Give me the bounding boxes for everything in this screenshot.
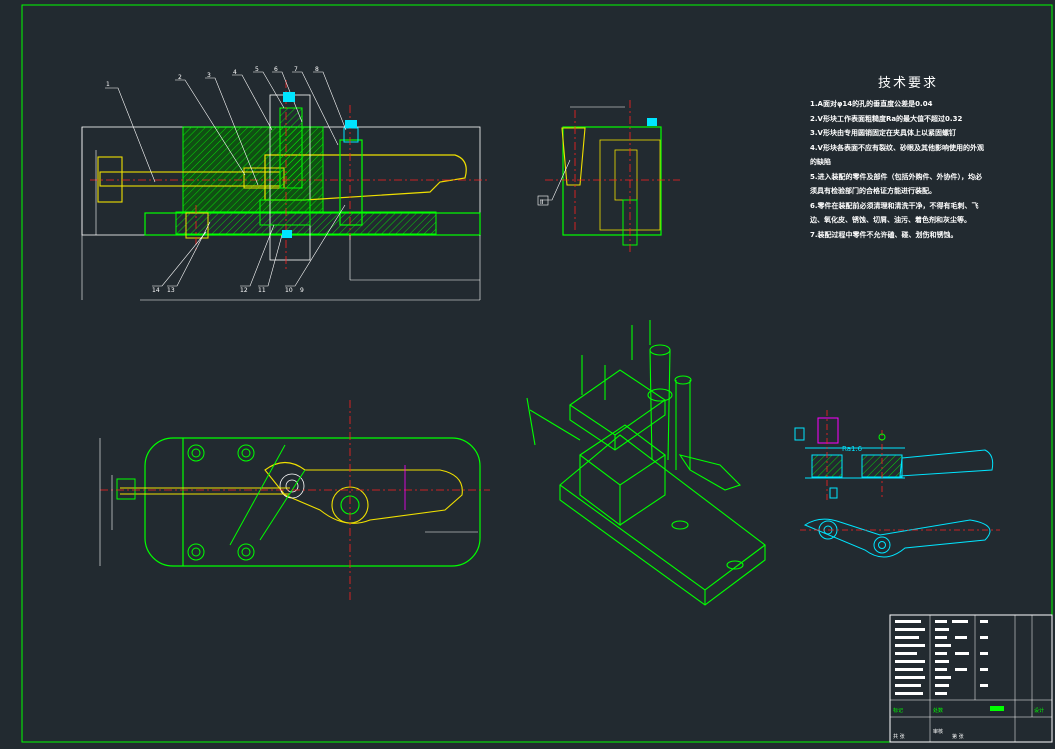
tech-requirement-item: 1.A面对φ14的孔的垂直度公差是0.04: [810, 100, 933, 108]
surface-roughness-note: Ra1.6: [842, 445, 863, 453]
side-view: II: [537, 100, 680, 255]
front-view: [81, 71, 490, 301]
balloon-4: 4: [233, 69, 237, 76]
tech-requirement-item: 3.V形块由专用圆销固定在夹具体上以紧固螺钉: [810, 129, 956, 137]
part-balloons: 1 2 3 4 5 6 7 8 14 13 12 11 10 9: [106, 66, 319, 294]
side-view-label: II: [540, 199, 544, 206]
balloon-9: 9: [300, 287, 304, 294]
top-view: [99, 400, 490, 600]
title-block-cell-7: 审核: [933, 728, 943, 735]
balloon-10: 10: [285, 287, 293, 294]
tech-requirement-item: 6.零件在装配前必须清理和清洗干净，不得有毛刺、飞: [810, 201, 979, 210]
balloon-11: 11: [258, 287, 266, 294]
balloon-8: 8: [315, 66, 319, 73]
tech-requirement-item: 7.装配过程中零件不允许磕、碰、划伤和锈蚀。: [810, 230, 958, 239]
tech-requirement-item: 须具有检验部门的合格证方能进行装配。: [810, 187, 936, 195]
tech-requirements-title: 技术要求: [878, 76, 939, 91]
title-block-cell-6: 设计: [1034, 707, 1044, 714]
balloon-5: 5: [255, 66, 259, 73]
balloon-6: 6: [274, 66, 278, 73]
tech-requirement-item: 的缺陷: [810, 158, 831, 166]
balloon-7: 7: [294, 66, 298, 73]
balloon-13: 13: [167, 287, 175, 294]
balloon-12: 12: [240, 287, 248, 294]
balloon-1: 1: [106, 81, 110, 88]
tech-requirement-item: 2.V形块工作表面粗糙度Ra的最大值不超过0.32: [810, 114, 963, 123]
title-block-footer-0: 共 张: [893, 733, 905, 740]
tech-requirement-item: 边、氧化皮、锈蚀、切屑、油污、着色剂和灰尘等。: [810, 216, 971, 224]
tech-requirement-item: 5.进入装配的零件及部件（包括外购件、外协件），均必: [810, 172, 983, 181]
title-block-footer-1: 第 张: [952, 733, 964, 740]
tech-requirements-list: 1.A面对φ14的孔的垂直度公差是0.04 2.V形块工作表面粗糙度Ra的最大值…: [810, 97, 1025, 242]
tech-requirement-item: 4.V形块各表面不应有裂纹、砂眼及其他影响使用的外观: [810, 143, 984, 152]
balloon-2: 2: [178, 74, 182, 81]
drawing-frame: [21, 4, 1053, 743]
title-block-cell-0: 标记: [893, 707, 903, 714]
balloon-14: 14: [152, 287, 160, 294]
title-block-cell-1: 处数: [933, 707, 943, 714]
balloon-3: 3: [207, 72, 211, 79]
detail-view: Ra1.6: [794, 410, 1000, 558]
isometric-view: [526, 320, 766, 606]
title-block: 标记 处数 设计 审核 共 张 第 张: [889, 614, 1053, 743]
